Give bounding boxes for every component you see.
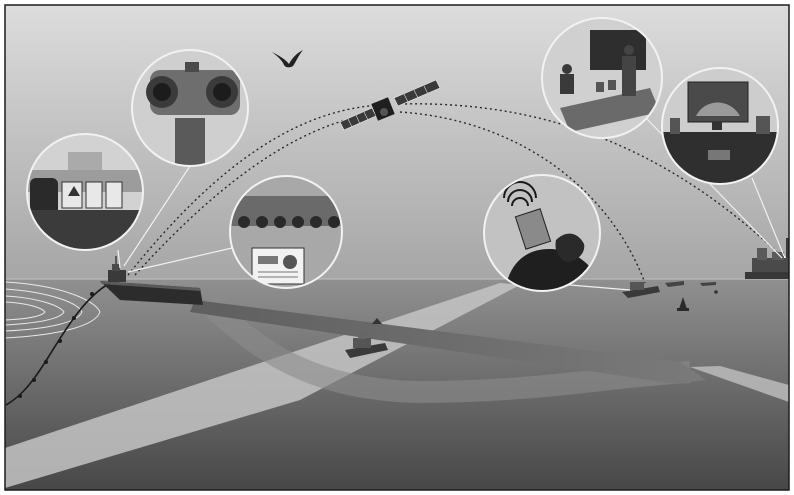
small-buoy-right (714, 290, 718, 294)
